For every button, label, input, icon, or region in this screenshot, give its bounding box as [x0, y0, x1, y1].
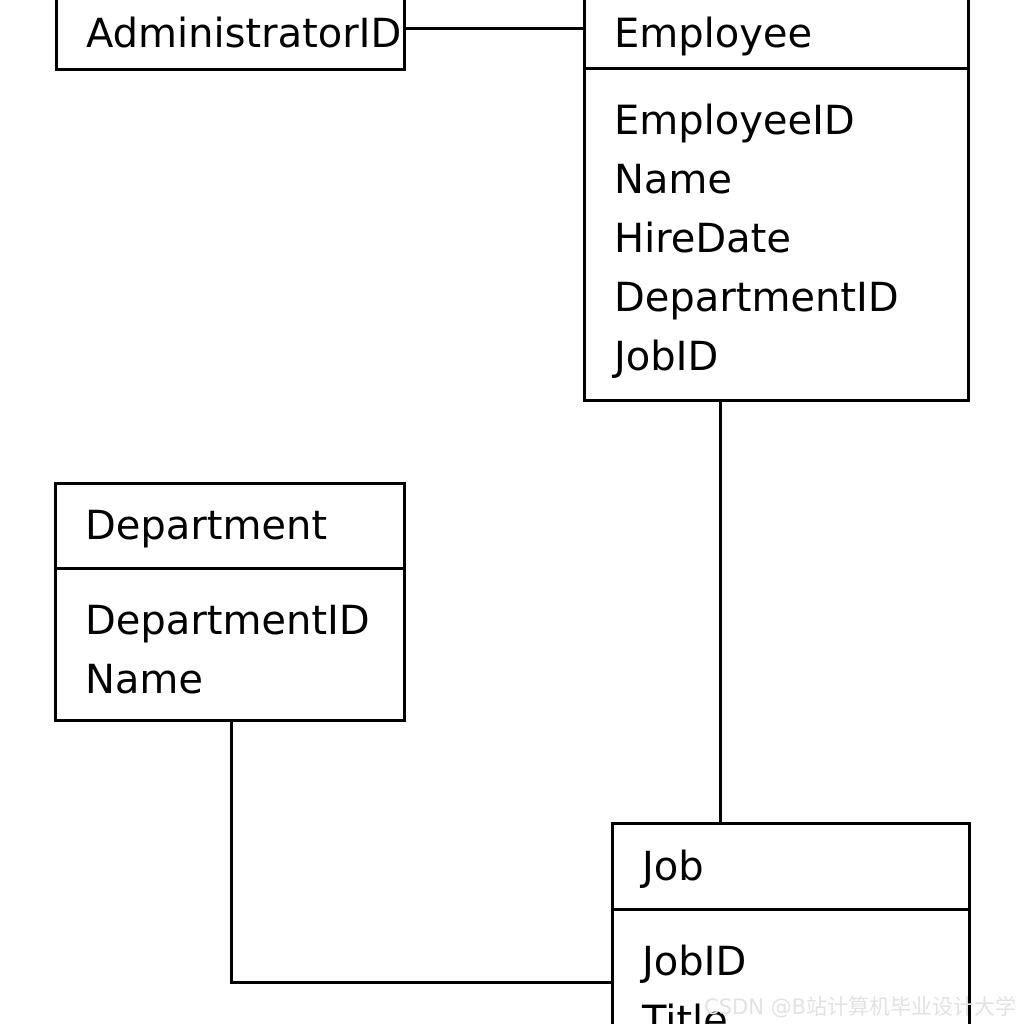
entity-job-title: Job	[614, 825, 968, 911]
attribute-title: Title	[642, 998, 728, 1024]
watermark-text: CSDN @B站计算机毕业设计大学	[704, 995, 1016, 1019]
entity-administratorid[interactable]: AdministratorID	[55, 0, 406, 71]
connector-administrator-employee	[404, 27, 585, 30]
connector-employee-job	[719, 400, 722, 824]
entity-department-attributes: DepartmentID Name	[57, 570, 403, 710]
entity-job[interactable]: Job JobID Title	[611, 822, 971, 1024]
entity-employee[interactable]: Employee EmployeeID Name HireDate Depart…	[583, 0, 970, 402]
attribute-departmentid: DepartmentID	[614, 275, 899, 321]
attribute-hiredate: HireDate	[614, 216, 791, 262]
attribute-name: Name	[614, 157, 733, 203]
attribute-name: Name	[85, 657, 204, 703]
entity-department[interactable]: Department DepartmentID Name	[54, 482, 406, 722]
entity-department-title: Department	[57, 485, 403, 570]
attribute-departmentid: DepartmentID	[85, 598, 370, 644]
entity-employee-attributes: EmployeeID Name HireDate DepartmentID Jo…	[586, 70, 967, 387]
attribute-jobid: JobID	[642, 939, 747, 985]
attribute-jobid: JobID	[614, 334, 719, 380]
connector-department-job-horizontal-segment	[230, 981, 613, 984]
attribute-employeeid: EmployeeID	[614, 98, 855, 144]
entity-job-attributes: JobID Title	[614, 911, 968, 1024]
connector-department-job-vertical-segment	[230, 720, 233, 984]
entity-employee-title: Employee	[586, 0, 967, 70]
entity-administratorid-title: AdministratorID	[86, 10, 402, 57]
